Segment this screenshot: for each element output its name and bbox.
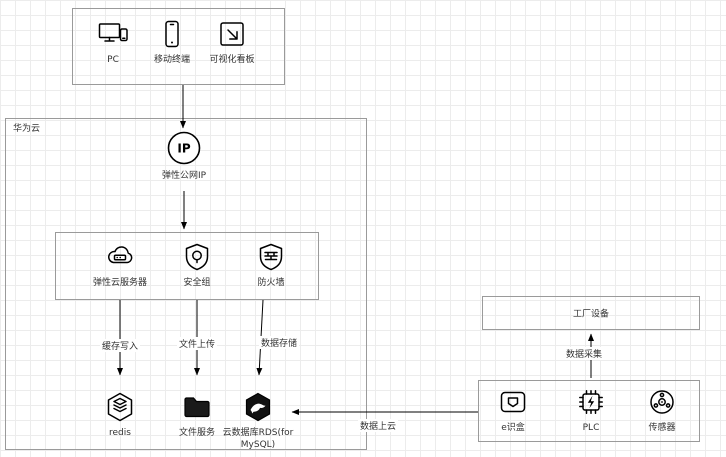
node-label-ecs: 弹性云服务器 (92, 278, 147, 288)
huawei-cloud-title: 华为云 (13, 124, 41, 134)
node-label-pc: PC (107, 55, 119, 65)
node-ecs[interactable]: 弹性云服务器 (80, 241, 160, 290)
node-label-dashboard: 可视化看板 (209, 55, 255, 65)
pc-icon (98, 23, 128, 42)
plc-chip-icon (579, 390, 603, 414)
redis-icon (107, 392, 133, 422)
node-mobile[interactable]: 移动终端 (137, 18, 207, 67)
edge-label-data-collect[interactable]: 数据采集 (563, 347, 605, 360)
eip-icon: IP (167, 131, 201, 165)
node-label-sensor: 传感器 (648, 423, 676, 433)
edge-label-cache-write[interactable]: 缓存写入 (99, 339, 141, 352)
factory-title: 工厂设备 (572, 309, 609, 320)
firewall-shield-icon (259, 243, 283, 271)
node-sg[interactable]: 安全组 (157, 241, 237, 290)
node-label-ebox: e识盒 (501, 423, 525, 433)
node-file[interactable]: 文件服务 (162, 391, 232, 440)
node-label-rds: 云数据库RDS(for MySQL) (222, 428, 294, 450)
node-label-file: 文件服务 (178, 428, 215, 438)
node-label-plc: PLC (582, 423, 600, 433)
node-plc[interactable]: PLC (556, 386, 626, 435)
huawei-cloud-box[interactable]: 华为云 (5, 118, 367, 450)
node-dashboard[interactable]: 可视化看板 (197, 18, 267, 67)
mobile-icon (165, 20, 179, 48)
node-fw[interactable]: 防火墙 (231, 241, 311, 290)
node-label-mobile: 移动终端 (153, 55, 190, 65)
edge-label-data-to-cloud[interactable]: 数据上云 (357, 419, 399, 432)
node-ebox[interactable]: e识盒 (478, 386, 548, 435)
node-label-fw: 防火墙 (257, 278, 285, 288)
clients-box[interactable] (72, 8, 285, 85)
node-eip[interactable]: IP 弹性公网IP (139, 130, 229, 183)
node-label-sg: 安全组 (183, 278, 211, 288)
services-box[interactable] (55, 232, 319, 300)
rds-dolphin-icon (245, 392, 271, 422)
edge-box-icon (500, 391, 526, 413)
factory-box[interactable]: 工厂设备 (482, 296, 700, 330)
node-rds[interactable]: 云数据库RDS(for MySQL) (219, 391, 297, 451)
edge-label-data-store[interactable]: 数据存储 (258, 336, 300, 349)
eip-icon-text: IP (177, 142, 190, 156)
dashboard-icon (220, 22, 244, 46)
node-pc[interactable]: PC (78, 18, 148, 67)
folder-icon (184, 397, 210, 418)
node-label-redis: redis (109, 428, 131, 438)
node-label-eip: 弹性公网IP (161, 171, 207, 181)
edge-label-file-upload[interactable]: 文件上传 (176, 337, 218, 350)
edge-box[interactable] (478, 380, 700, 442)
node-sensor[interactable]: 传感器 (627, 386, 697, 435)
node-redis[interactable]: redis (85, 391, 155, 440)
cloud-server-icon (108, 246, 133, 264)
shield-icon (185, 243, 209, 271)
sensor-icon (650, 390, 674, 414)
